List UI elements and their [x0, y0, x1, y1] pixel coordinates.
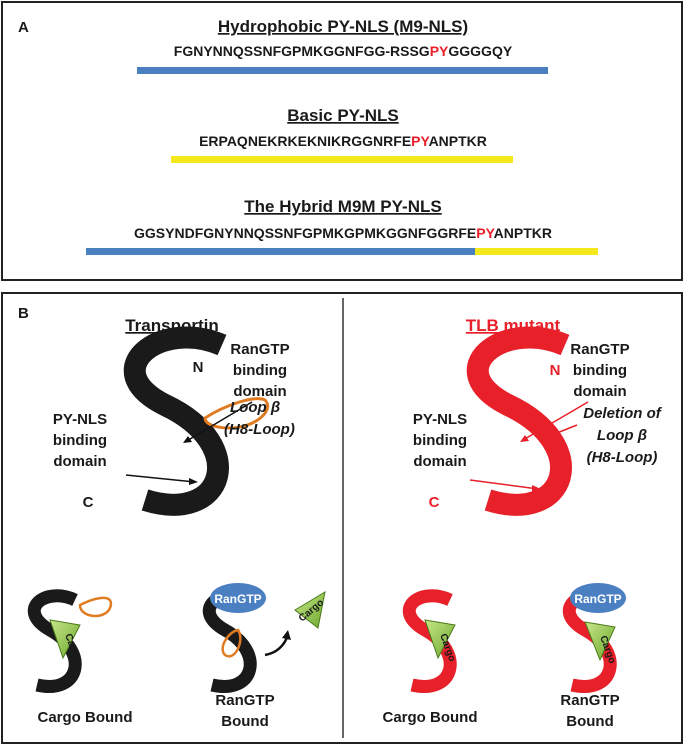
pynls-arrow: [469, 479, 539, 490]
rangtp-oval: [210, 583, 266, 613]
svg-text:domain: domain: [233, 383, 286, 400]
cargo-icon: [294, 590, 326, 629]
rangtp-bound-label: RanGTP Bound: [215, 692, 274, 730]
ran-arrow: [522, 401, 589, 441]
seq-text: FGNYNNQSSNFGPMKGGNFGG-RSSGPYGGGGQY: [174, 43, 513, 59]
pynls-binding-label: PY-NLS binding domain: [413, 411, 467, 470]
rangtp-bound-label: RanGTP Bound: [560, 692, 619, 730]
svg-text:Loop β: Loop β: [597, 427, 647, 444]
sequence-basic: Basic PY-NLS ERPAQNEKRKEKNIKRGGNRFEPYANP…: [171, 106, 513, 163]
seq-text: GGSYNDFGNYNNQSSNFGPMKGPMKGGNFGGRFEPYANPT…: [134, 225, 552, 241]
ran-binding-label: RanGTP binding domain: [230, 341, 289, 400]
ran-arrow: [184, 401, 253, 443]
hybrid-bar-blue: [86, 248, 475, 255]
panel-b-frame: [1, 292, 683, 744]
svg-text:RanGTP: RanGTP: [570, 341, 629, 358]
seq-title: Hydrophobic PY-NLS (M9-NLS): [218, 17, 468, 36]
rangtp-oval: [570, 583, 626, 613]
c-terminus: C: [83, 494, 94, 511]
cargo-icon: [584, 621, 616, 662]
deletion-label: Deletion of Loop β (H8-Loop): [583, 405, 663, 466]
sequence-hybrid: The Hybrid M9M PY-NLS GGSYNDFGNYNNQSSNFG…: [86, 197, 598, 255]
pynls-arrow: [125, 474, 196, 483]
svg-text:domain: domain: [573, 383, 626, 400]
seq-text: ERPAQNEKRKEKNIKRGGNRFEPYANPTKR: [199, 133, 487, 149]
svg-text:domain: domain: [413, 453, 466, 470]
hybrid-bar-yellow: [475, 248, 598, 255]
seq-title: Basic PY-NLS: [287, 106, 399, 125]
tlb-mutant-section: TLB mutant RanGTP binding domain N C Del…: [383, 316, 663, 730]
transportin-section: Transportin RanGTP binding domain N C Lo…: [34, 316, 326, 730]
cargo-icon: [424, 619, 456, 660]
n-terminus: N: [550, 362, 561, 379]
panel-b-label: B: [18, 305, 29, 322]
sequence-hydrophobic: Hydrophobic PY-NLS (M9-NLS) FGNYNNQSSNFG…: [137, 17, 548, 74]
cargo-bound-label: Cargo Bound: [383, 709, 478, 726]
svg-text:binding: binding: [233, 362, 287, 379]
svg-text:binding: binding: [573, 362, 627, 379]
pynls-binding-label: PY-NLS binding domain: [53, 411, 107, 470]
svg-text:RanGTP: RanGTP: [230, 341, 289, 358]
c-terminus: C: [429, 494, 440, 511]
hydrophobic-bar: [137, 67, 548, 74]
deletion-arrow: [551, 424, 578, 436]
seq-title: The Hybrid M9M PY-NLS: [244, 197, 441, 216]
panel-a-label: A: [18, 19, 29, 36]
svg-text:RanGTP: RanGTP: [574, 592, 621, 606]
cargo-icon: [49, 619, 81, 660]
svg-text:Loop β: Loop β: [230, 399, 280, 416]
cargo-bound-diagram: Cargo: [409, 596, 457, 687]
rangtp-bound-diagram: RanGTP Cargo: [209, 583, 326, 686]
svg-text:domain: domain: [53, 453, 106, 470]
svg-text:RanGTP: RanGTP: [214, 592, 261, 606]
svg-text:(H8-Loop): (H8-Loop): [587, 449, 658, 466]
svg-text:Deletion of: Deletion of: [583, 405, 663, 422]
basic-bar: [171, 156, 513, 163]
svg-text:binding: binding: [413, 432, 467, 449]
ran-binding-label: RanGTP binding domain: [570, 341, 629, 400]
svg-text:RanGTP: RanGTP: [560, 692, 619, 709]
rangtp-bound-diagram: RanGTP Cargo: [569, 583, 626, 686]
svg-text:RanGTP: RanGTP: [215, 692, 274, 709]
svg-text:PY-NLS: PY-NLS: [413, 411, 467, 428]
svg-text:Bound: Bound: [566, 713, 613, 730]
svg-text:(H8-Loop): (H8-Loop): [224, 421, 295, 438]
n-terminus: N: [193, 359, 204, 376]
panel-a-frame: [1, 1, 683, 281]
svg-text:PY-NLS: PY-NLS: [53, 411, 107, 428]
svg-text:binding: binding: [53, 432, 107, 449]
cargo-bound-diagram: Cargo: [34, 596, 113, 687]
svg-text:Bound: Bound: [221, 713, 268, 730]
cargo-bound-label: Cargo Bound: [38, 709, 133, 726]
loop-beta-label: Loop β (H8-Loop): [224, 399, 295, 438]
